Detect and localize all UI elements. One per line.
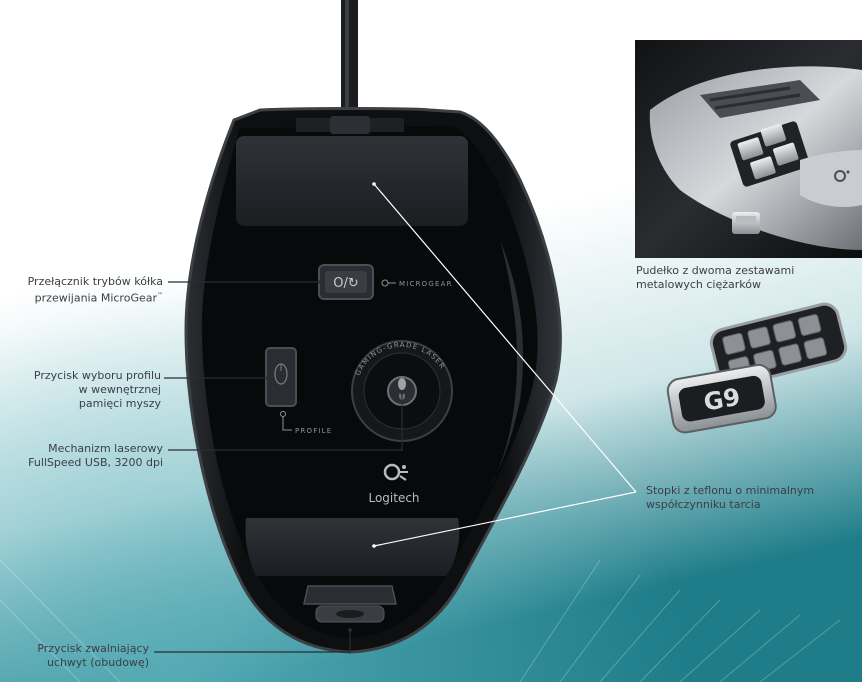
callout-scroll-switch-line2: przewijania MicroGear [34,291,157,305]
leader-lines [154,281,403,653]
logitech-photo-icon [834,170,850,182]
weights-box-photo [635,40,862,258]
callout-weights-line2: metalowych ciężarków [636,278,761,291]
leader-laser [168,393,403,451]
callout-laser: Mechanizm laserowy FullSpeed USB, 3200 d… [0,442,163,470]
background-rays [0,559,841,682]
leader-feet [373,183,637,547]
trademark-symbol: ™ [157,292,163,299]
profile-button[interactable] [265,347,297,407]
mouse-cable [341,0,358,118]
callout-weights-box: Pudełko z dwoma zestawami metalowych cię… [636,264,856,292]
profile-label: PROFILE [295,427,332,435]
callout-profile-line2: w wewnętrznej [78,383,161,396]
microgear-marking: MICROGEAR [381,279,453,288]
leader-release [154,630,351,653]
callout-scroll-switch-line2-wrap: przewijania MicroGear™ [0,289,163,306]
callout-weights-line1: Pudełko z dwoma zestawami [636,264,795,277]
callout-release-line2: uchwyt (obudowę) [46,656,149,669]
leader-feet-dots [372,182,376,548]
callout-scroll-switch-line1: Przełącznik trybów kółka [27,275,163,288]
profile-marking: PROFILE [280,411,332,435]
callout-release-line1: Przycisk zwalniający [37,642,149,655]
laser-sensor: GAMING-GRADE LASER [351,340,453,442]
callout-profile-button: Przycisk wyboru profilu w wewnętrznej pa… [0,369,161,411]
bottom-teflon-foot [245,518,460,576]
logitech-icon [383,463,408,481]
top-teflon-foot [236,136,468,226]
callout-laser-line1: Mechanizm laserowy [48,442,163,455]
callout-release-button: Przycisk zwalniający uchwyt (obudowę) [0,642,149,670]
microgear-switch[interactable]: O/↻ [318,264,374,300]
microgear-switch-symbol: O/↻ [333,276,359,291]
callout-profile-line1: Przycisk wyboru profilu [33,369,161,382]
callout-profile-line3: pamięci myszy [78,397,161,410]
weights-case-model: G9 [702,383,743,417]
callout-laser-line2: FullSpeed USB, 3200 dpi [28,456,163,469]
callout-feet-line1: Stopki z teflonu o minimalnym [646,484,815,497]
logitech-wordmark: Logitech [368,491,419,505]
callout-feet-line2: współczynniku tarcia [646,498,761,511]
leader-dots [266,280,404,632]
release-button[interactable] [303,585,397,623]
callout-teflon-feet: Stopki z teflonu o minimalnym współczynn… [646,484,856,512]
microgear-label: MICROGEAR [399,280,453,288]
mouse-glyph-icon [274,363,288,385]
weights-case: G9 [666,302,848,434]
logitech-logo: Logitech [368,463,420,505]
callout-scroll-switch: Przełącznik trybów kółka przewijania Mic… [0,275,163,306]
